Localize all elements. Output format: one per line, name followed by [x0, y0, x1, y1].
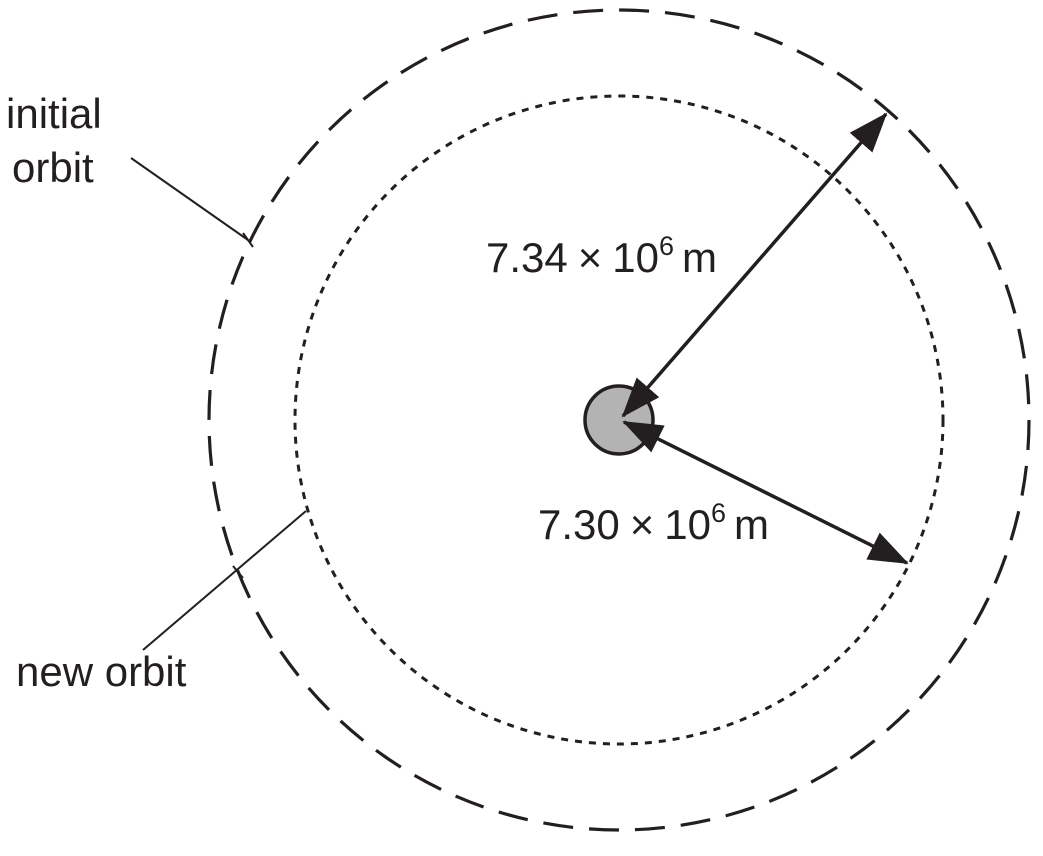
initial-orbit-label-2: orbit [12, 144, 94, 191]
new-radius-times: × [630, 501, 655, 548]
initial-radius-exponent: 6 [659, 231, 674, 261]
new-radius-base: 10 [664, 501, 711, 548]
initial-orbit-label-line1: initial [6, 90, 102, 137]
initial-orbit-label: initial [6, 90, 102, 137]
new-orbit-circle [293, 94, 945, 746]
initial-orbit-leader-line [130, 157, 249, 241]
initial-orbit-label-line2: orbit [12, 144, 94, 191]
new-orbit-leader-tick [232, 565, 244, 579]
initial-orbit-circle [207, 8, 1031, 832]
initial-radius-arrow [621, 112, 888, 418]
initial-radius-mantissa: 7.34 [486, 234, 568, 281]
new-radius-unit: m [734, 501, 769, 548]
initial-radius-unit: m [682, 234, 717, 281]
new-orbit-leader-line [142, 510, 307, 651]
planet [583, 384, 655, 456]
new-radius-mantissa: 7.30 [538, 501, 620, 548]
initial-orbit-leader-tick [242, 232, 254, 248]
new-radius-arrow [622, 420, 909, 565]
new-radius-exponent: 6 [711, 498, 726, 528]
new-orbit-label: new orbit [16, 648, 187, 695]
initial-radius-base: 10 [612, 234, 659, 281]
initial-radius-times: × [578, 234, 603, 281]
